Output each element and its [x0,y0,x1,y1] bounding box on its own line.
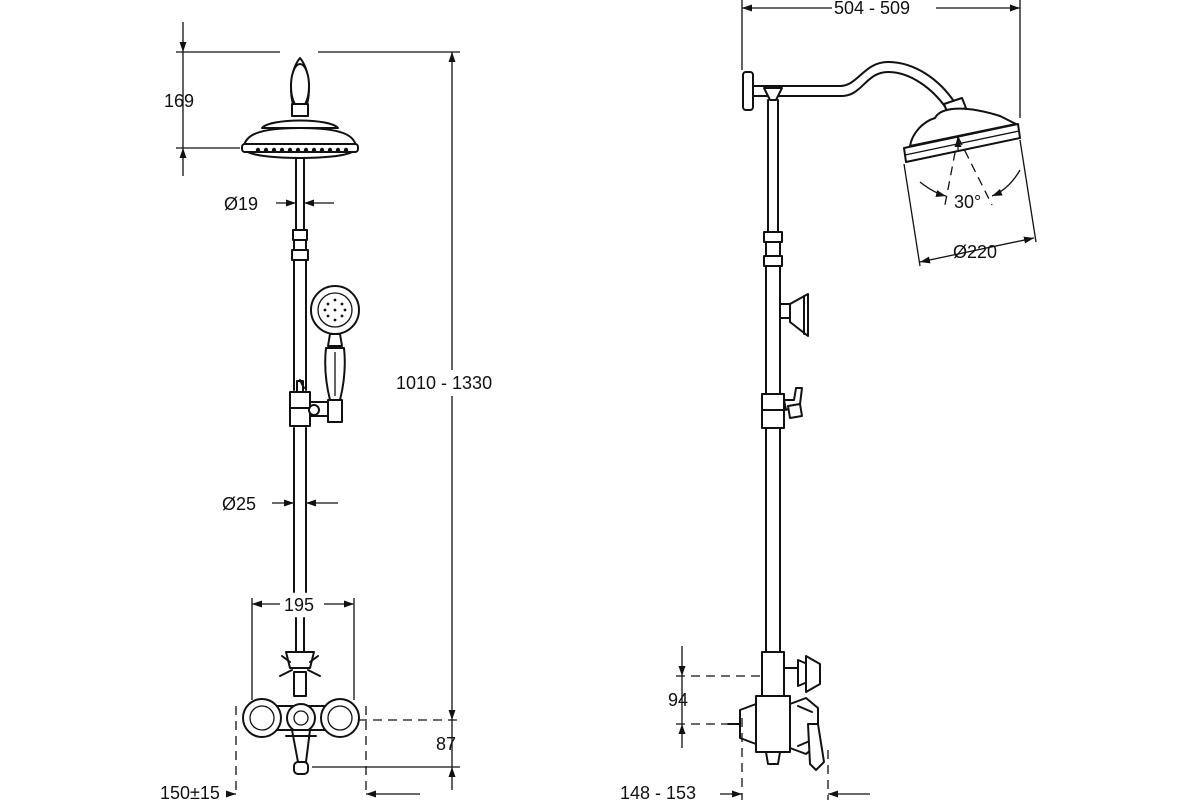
dim-valve-width: 195 [251,594,355,700]
dim-bottom-height: 87 [312,719,460,790]
dim-head-diameter-label: Ø220 [953,242,997,262]
dim-head-height: 169 [164,22,280,176]
front-view: 169 Ø19 Ø25 1010 - 1330 195 [160,22,505,800]
dim-riser-diameter-label: Ø25 [222,494,256,514]
side-diverter [761,387,803,429]
dim-valve-offset: 94 [668,646,762,748]
front-head-bracket [290,57,310,117]
dim-height-range: 1010 - 1330 [318,51,505,720]
dim-spray-angle-label: 30° [954,192,981,212]
front-hand-shower [310,285,360,423]
dim-projection: 504 - 509 [741,0,1021,118]
side-gooseneck-arm [763,61,956,109]
dim-valve-offset-label: 94 [668,690,688,710]
dim-riser-diameter: Ø25 [222,494,338,514]
front-diverter [289,379,333,427]
dim-arm-diameter-label: Ø19 [224,194,258,214]
front-shower-head [241,119,359,159]
dim-spray-angle: 30° [919,136,1021,212]
dim-head-height-label: 169 [164,91,194,111]
dim-wall-distance-side-label: 148 - 153 [620,783,696,800]
side-wall-flange [742,71,770,111]
side-slide-bracket [779,293,809,337]
dim-wall-distance-front: 150±15 [160,706,420,800]
nozzle-row [255,147,349,153]
dim-wall-distance-side: 148 - 153 [620,718,870,800]
side-view: 504 - 509 30° Ø220 94 [620,0,1037,800]
dim-head-diameter: Ø220 [903,139,1037,267]
dim-height-range-label: 1010 - 1330 [396,373,492,393]
side-valve [727,651,825,771]
dim-projection-label: 504 - 509 [834,0,910,18]
side-riser-pipe [763,99,783,653]
front-riser-pipe [291,157,309,653]
dim-bottom-height-label: 87 [436,734,456,754]
dim-wall-distance-front-label: 150±15 [160,783,220,800]
dim-valve-width-label: 195 [284,595,314,615]
front-valve [242,651,360,775]
dim-arm-diameter: Ø19 [224,194,334,214]
side-shower-head [903,97,1021,163]
